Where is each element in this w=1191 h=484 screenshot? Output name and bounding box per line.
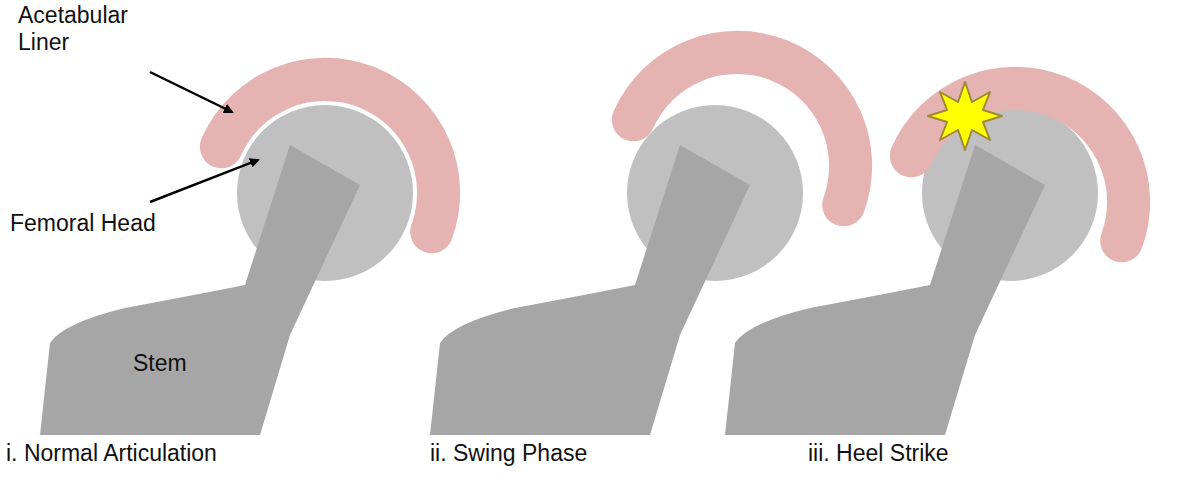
panel-caption: ii. Swing Phase xyxy=(430,440,587,467)
leader-arrow xyxy=(150,72,232,112)
normal-articulation-figure xyxy=(40,58,460,435)
heel-strike-figure xyxy=(725,67,1150,435)
stem xyxy=(430,145,750,435)
panel-caption: iii. Heel Strike xyxy=(808,440,949,467)
part-name: Acetabular Liner xyxy=(18,2,158,56)
acetabular-liner xyxy=(612,31,872,227)
stem xyxy=(725,145,1045,435)
panel-caption: i. Normal Articulation xyxy=(6,440,217,467)
acetabular-liner xyxy=(200,58,460,254)
impact-star xyxy=(928,82,1002,150)
acetabular-liner xyxy=(890,67,1150,263)
stem xyxy=(40,145,360,435)
leader-arrow xyxy=(150,160,258,202)
part-name: Stem xyxy=(133,350,187,377)
part-name: Femoral Head xyxy=(10,210,156,237)
